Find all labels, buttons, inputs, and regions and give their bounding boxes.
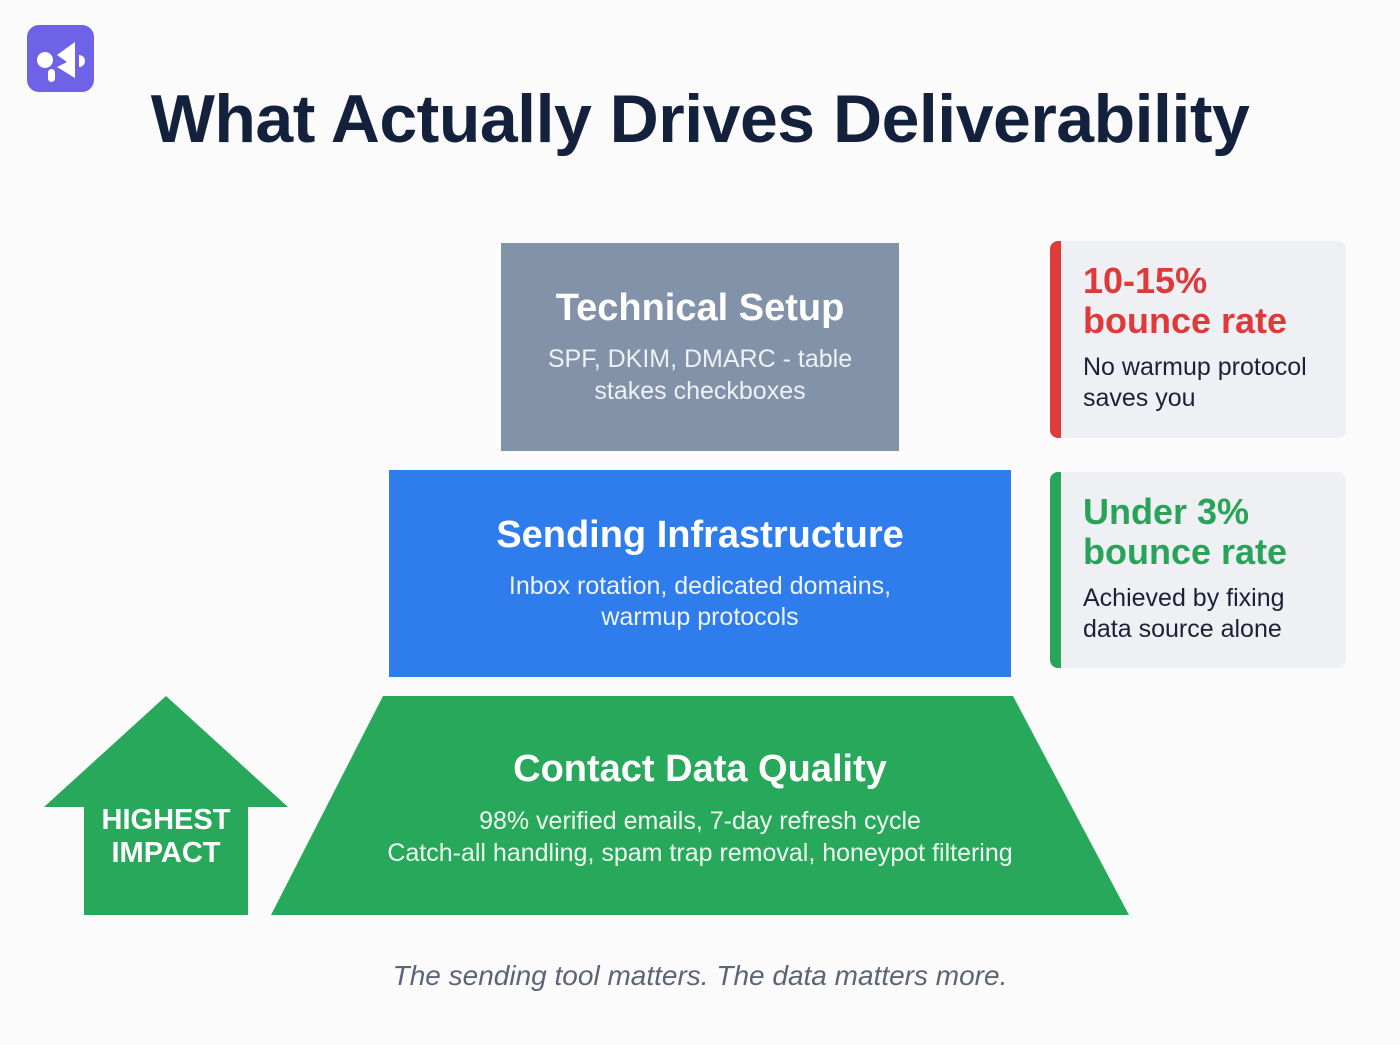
stat-line: Under 3% <box>1083 491 1250 532</box>
tier-sending-infrastructure: Sending Infrastructure Inbox rotation, d… <box>389 470 1011 677</box>
tier-desc-line: stakes checkboxes <box>594 376 806 405</box>
footer-caption: The sending tool matters. The data matte… <box>392 960 1008 991</box>
tier-desc-line: warmup protocols <box>601 603 799 631</box>
arrow-label-line: HIGHEST <box>101 804 231 836</box>
tier-heading: Technical Setup <box>555 287 845 330</box>
tier-desc-line: Inbox rotation, dedicated domains, <box>508 571 892 600</box>
stat-card-good: Under 3% bounce rate Achieved by fixing … <box>1050 472 1346 668</box>
accent-bar <box>1050 241 1061 438</box>
note-line: Achieved by fixing <box>1083 584 1285 613</box>
logo-megaphone-icon <box>27 25 94 92</box>
tier-desc-line: SPF, DKIM, DMARC - table <box>547 345 853 374</box>
tier-desc-line: 98% verified emails, 7-day refresh cycle <box>479 806 921 835</box>
note-line: saves you <box>1083 384 1196 413</box>
tier-description: 98% verified emails, 7-day refresh cycle… <box>387 805 1012 870</box>
stat-line: bounce rate <box>1083 299 1288 341</box>
accent-bar <box>1050 472 1061 668</box>
stat-line: bounce rate <box>1083 530 1288 572</box>
page-title: What Actually Drives Deliverability <box>150 81 1250 157</box>
arrow-label: HIGHEST IMPACT <box>84 804 248 871</box>
tier-heading: Sending Infrastructure <box>496 513 904 556</box>
tier-technical-setup: Technical Setup SPF, DKIM, DMARC - table… <box>501 243 899 451</box>
stat-line: 10-15% <box>1083 260 1208 301</box>
tier-description: Inbox rotation, dedicated domains, warmu… <box>509 571 891 634</box>
stat-value: 10-15% bounce rate <box>1083 261 1326 340</box>
tier-description: SPF, DKIM, DMARC - table stakes checkbox… <box>548 344 852 407</box>
tier-heading: Contact Data Quality <box>513 747 887 790</box>
up-arrow-icon <box>44 696 288 915</box>
tier-contact-data-quality: Contact Data Quality 98% verified emails… <box>271 696 1129 915</box>
trapezoid-shape <box>271 696 1129 915</box>
stat-note: No warmup protocol saves you <box>1083 352 1326 415</box>
note-line: No warmup protocol <box>1083 353 1307 382</box>
tier-desc-line: Catch-all handling, spam trap removal, h… <box>387 839 1013 867</box>
highest-impact-arrow: HIGHEST IMPACT <box>44 696 288 916</box>
stat-card-bad: 10-15% bounce rate No warmup protocol sa… <box>1050 241 1346 438</box>
arrow-label-line: IMPACT <box>111 837 221 870</box>
stat-value: Under 3% bounce rate <box>1083 492 1326 571</box>
note-line: data source alone <box>1083 615 1282 644</box>
stat-note: Achieved by fixing data source alone <box>1083 583 1326 646</box>
